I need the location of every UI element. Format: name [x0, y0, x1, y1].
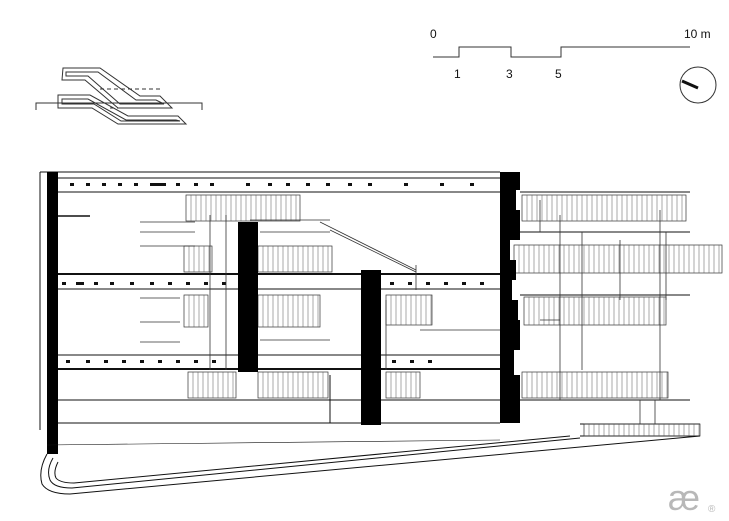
stair-block: [385, 371, 421, 399]
stair-block: [583, 423, 701, 437]
key-plan-icon: [35, 67, 203, 125]
scale-tick-3: 3: [506, 67, 513, 81]
north-arrow-icon: [679, 66, 717, 104]
structural-walls: [47, 172, 520, 454]
stair-block: [513, 244, 723, 274]
stair-block: [185, 194, 301, 222]
stair-block: [521, 194, 687, 222]
internal-partitions: [140, 200, 667, 424]
stair-block: [183, 294, 209, 328]
stair-block: [187, 371, 237, 399]
stair-block: [257, 245, 333, 273]
stair-block: [385, 294, 433, 326]
scale-tick-0: 0: [430, 27, 437, 41]
stair-block: [183, 245, 213, 273]
floor-slabs: [58, 177, 500, 424]
ae-logo-icon: æ ®: [668, 477, 716, 518]
scale-bar: [433, 46, 690, 58]
scale-tick-5: 5: [555, 67, 562, 81]
logo-mark: ®: [708, 504, 716, 515]
access-ramp: [40, 435, 701, 495]
floor-plan: [39, 171, 723, 495]
stair-block: [523, 296, 667, 326]
stair-block: [521, 371, 669, 399]
stair-block: [257, 294, 321, 328]
column-dot-rows: [62, 183, 484, 363]
stair-blocks: [183, 194, 723, 437]
scale-tick-1: 1: [454, 67, 461, 81]
scale-tick-10m: 10 m: [684, 27, 711, 41]
logo-text: æ: [668, 477, 700, 518]
